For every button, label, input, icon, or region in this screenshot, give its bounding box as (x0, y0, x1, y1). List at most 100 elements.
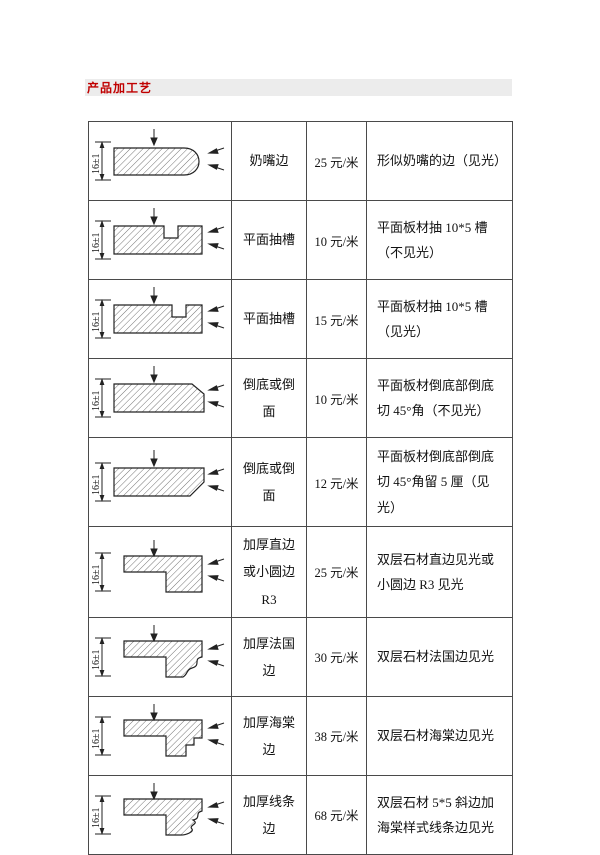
description: 平面板材抽 10*5 槽（见光） (377, 298, 488, 339)
left-arrowhead-top-icon (207, 469, 219, 475)
description-cell: 平面板材倒底部倒底切 45°角（不见光） (366, 359, 512, 437)
dimension-label: 16±1 (91, 312, 102, 333)
description-cell: 平面板材倒底部倒底切 45°角留 5 厘（见光） (366, 438, 512, 527)
down-arrowhead-icon (150, 791, 158, 801)
left-arrowhead-bottom-icon (207, 818, 219, 824)
edge-profile-shape (123, 719, 203, 757)
edge-name: 平面抽槽 (242, 311, 295, 327)
left-arrowhead-top-icon (207, 722, 219, 729)
dimension-line (95, 462, 111, 502)
down-arrowhead-icon (150, 137, 158, 147)
edge-name: 加厚法国边 (242, 635, 295, 678)
description: 双层石材海棠边见光 (377, 728, 495, 744)
process-table: 16±1 奶嘴边 25 元/米 形似奶嘴的边（见光） 16±1 平面抽槽 10 … (88, 121, 513, 855)
price: 10 元/米 (314, 392, 359, 407)
dim-arrow-bottom-icon (99, 495, 105, 503)
dim-arrow-top-icon (99, 141, 105, 148)
edge-name-cell: 奶嘴边 (231, 122, 306, 200)
down-arrowhead-icon (150, 374, 158, 384)
edge-name-cell: 加厚直边或小圆边 R3 (231, 527, 306, 617)
price: 10 元/米 (314, 234, 359, 249)
dimension-line (95, 220, 111, 260)
pointer-arrows (150, 208, 225, 250)
left-arrowhead-bottom-icon (207, 401, 219, 407)
left-arrowhead-bottom-icon (207, 322, 219, 328)
edge-name: 加厚线条边 (242, 793, 295, 836)
profile-diagram-cell: 16±1 (89, 697, 231, 775)
edge-name-cell: 倒底或倒面 (231, 438, 306, 527)
description: 双层石材 5*5 斜边加海棠样式线条边见光 (377, 794, 495, 835)
edge-name: 平面抽槽 (242, 232, 295, 248)
dim-arrow-top-icon (99, 794, 105, 802)
pointer-arrows (150, 703, 225, 746)
description-cell: 平面板材抽 10*5 槽（不见光） (366, 201, 512, 279)
dimension-line (95, 141, 111, 181)
description: 双层石材法国边见光 (377, 649, 495, 665)
pointer-arrows (150, 129, 225, 171)
down-arrowhead-icon (150, 295, 158, 305)
profile-diagram: 16±1 (91, 208, 225, 260)
edge-name-cell: 加厚海棠边 (231, 696, 306, 775)
table-row: 16±1 倒底或倒面 10 元/米 平面板材倒底部倒底切 45°角（不见光） (89, 358, 512, 437)
dimension-label: 16±1 (91, 154, 102, 175)
profile-diagram: 16±1 (91, 287, 225, 339)
dimension-label: 16±1 (91, 475, 102, 496)
left-arrowhead-top-icon (207, 801, 219, 808)
table-row: 16±1 平面抽槽 15 元/米 平面板材抽 10*5 槽（见光） (89, 279, 512, 358)
left-arrowhead-bottom-icon (207, 164, 219, 170)
down-arrowhead-icon (150, 458, 158, 468)
price: 25 元/米 (314, 155, 359, 170)
profile-diagram: 16±1 (91, 782, 225, 836)
dimension-label: 16±1 (91, 807, 102, 828)
edge-profile-shape (113, 467, 205, 497)
profile-diagram-cell: 16±1 (89, 618, 231, 696)
edge-profile-shape (113, 304, 203, 334)
dim-arrow-bottom-icon (99, 584, 105, 592)
price-cell: 15 元/米 (306, 280, 366, 358)
description-cell: 双层石材海棠边见光 (366, 696, 512, 775)
pointer-arrows (150, 624, 225, 667)
price-cell: 10 元/米 (306, 359, 366, 437)
profile-diagram: 16±1 (91, 624, 225, 678)
description: 平面板材倒底部倒底切 45°角留 5 厘（见光） (377, 449, 495, 515)
profile-diagram: 16±1 (91, 129, 225, 181)
dim-arrow-top-icon (99, 636, 105, 644)
price: 30 元/米 (314, 651, 359, 666)
edge-profile-shape (123, 640, 203, 678)
description-cell: 平面板材抽 10*5 槽（见光） (366, 280, 512, 358)
dimension-line (95, 299, 111, 339)
table-row: 16±1 平面抽槽 10 元/米 平面板材抽 10*5 槽（不见光） (89, 200, 512, 279)
dimension-label: 16±1 (91, 649, 102, 670)
profile-diagram-cell: 16±1 (89, 776, 231, 854)
left-arrowhead-top-icon (207, 148, 219, 154)
pointer-arrows (150, 782, 225, 825)
pointer-arrows (150, 366, 225, 408)
dimension-line (95, 637, 111, 677)
left-arrowhead-top-icon (207, 643, 219, 650)
description-cell: 形似奶嘴的边（见光） (366, 122, 512, 200)
dim-arrow-bottom-icon (99, 332, 105, 339)
dim-arrow-bottom-icon (99, 174, 105, 181)
dim-arrow-top-icon (99, 378, 105, 385)
profile-diagram-cell: 16±1 (89, 527, 231, 617)
description: 平面板材抽 10*5 槽（不见光） (377, 219, 488, 260)
profile-diagram-cell: 16±1 (89, 280, 231, 358)
edge-profile-shape (113, 383, 205, 413)
price-cell: 25 元/米 (306, 527, 366, 617)
description-cell: 双层石材 5*5 斜边加海棠样式线条边见光 (366, 775, 512, 854)
edge-profile-shape (113, 225, 203, 255)
profile-diagram: 16±1 (91, 539, 225, 593)
price: 15 元/米 (314, 313, 359, 328)
dim-arrow-bottom-icon (99, 669, 105, 677)
dim-arrow-top-icon (99, 551, 105, 559)
table-row: 16±1 加厚直边或小圆边 R3 25 元/米 双层石材直边见光或小圆边 R3 … (89, 526, 512, 617)
dim-arrow-top-icon (99, 715, 105, 723)
dim-arrow-bottom-icon (99, 411, 105, 418)
dimension-line (95, 378, 111, 418)
dim-arrow-top-icon (99, 462, 105, 470)
dim-arrow-bottom-icon (99, 748, 105, 756)
profile-diagram-cell: 16±1 (89, 438, 231, 526)
dimension-line (95, 795, 111, 835)
description: 双层石材直边见光或小圆边 R3 见光 (377, 551, 495, 592)
